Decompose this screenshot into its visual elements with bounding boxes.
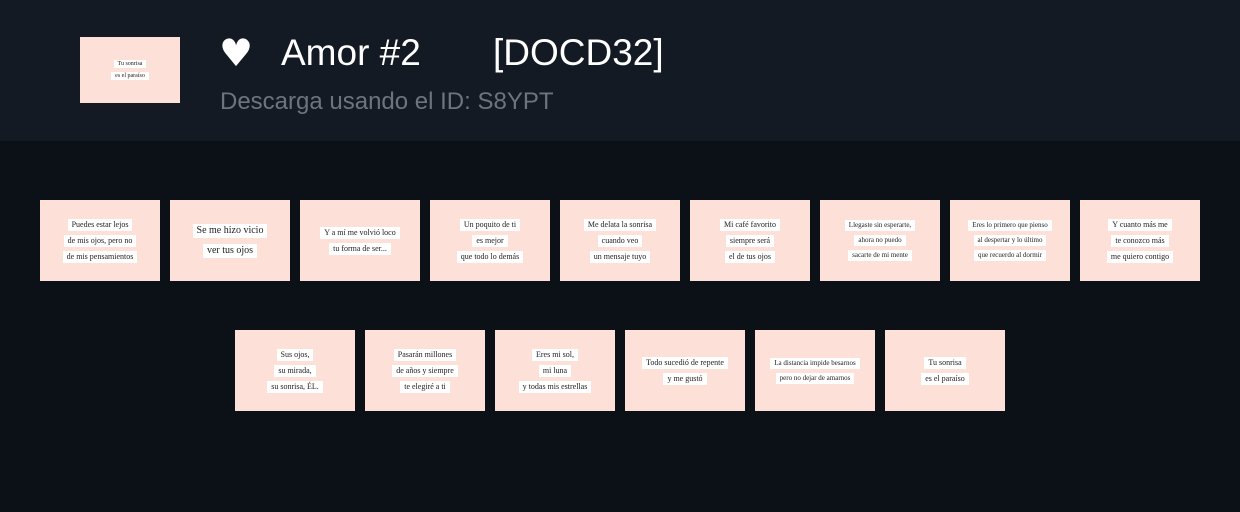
gallery-card[interactable]: Se me hizo vicio ver tus ojos	[170, 200, 290, 281]
card-line: me quiero contigo	[1106, 250, 1174, 263]
gallery-card[interactable]: Mi café favorito siempre será el de tus …	[690, 200, 810, 281]
card-line: y todas mis estrellas	[518, 380, 592, 393]
card-line: Pasarán millones	[393, 348, 457, 361]
card-line: que recuerdo al dormir	[974, 250, 1046, 261]
heart-icon[interactable]: ♥	[219, 31, 254, 75]
card-line: al despertar y lo último	[973, 235, 1047, 246]
card-line: Eres lo primero que pienso	[968, 220, 1052, 231]
gallery-card[interactable]: Y cuanto más me te conozco más me quiero…	[1080, 200, 1200, 281]
card-line: de años y siempre	[392, 364, 458, 377]
card-line: es mejor	[472, 234, 508, 247]
main-thumbnail[interactable]: Tu sonrisa es el paraíso	[80, 37, 180, 103]
card-line: mi luna	[538, 364, 572, 377]
card-line: Eres mi sol,	[532, 348, 578, 361]
card-line: cuando veo	[597, 234, 643, 247]
card-line: Se me hizo vicio	[192, 223, 268, 238]
card-line: y me gustó	[663, 372, 707, 385]
card-line: ahora no puedo	[854, 235, 906, 246]
header: Tu sonrisa es el paraíso ♥ Amor #2 [DOCD…	[0, 0, 1240, 141]
card-line: Llegaste sin esperarte,	[844, 220, 916, 231]
download-id-text: Descarga usando el ID: S8YPT	[220, 88, 554, 115]
card-line: siempre será	[725, 234, 775, 247]
document-code: [DOCD32]	[493, 32, 664, 73]
gallery-card[interactable]: Eres mi sol, mi luna y todas mis estrell…	[495, 330, 615, 411]
card-line: te elegiré a ti	[400, 380, 450, 393]
gallery-card[interactable]: Llegaste sin esperarte, ahora no puedo s…	[820, 200, 940, 281]
card-line: Todo sucedió de repente	[642, 356, 728, 369]
gallery-card[interactable]: Tu sonrisa es el paraíso	[885, 330, 1005, 411]
card-line: te conozco más	[1111, 234, 1169, 247]
gallery-card[interactable]: Puedes estar lejos de mis ojos, pero no …	[40, 200, 160, 281]
card-line: Puedes estar lejos	[67, 218, 133, 231]
card-line: Un poquito de ti	[459, 218, 521, 231]
card-line: Me delata la sonrisa	[583, 218, 657, 231]
gallery-card[interactable]: Todo sucedió de repente y me gustó	[625, 330, 745, 411]
gallery-card[interactable]: Me delata la sonrisa cuando veo un mensa…	[560, 200, 680, 281]
card-line: Tu sonrisa	[924, 356, 966, 369]
gallery-card[interactable]: La distancia impide besarnos pero no dej…	[755, 330, 875, 411]
gallery-card[interactable]: Sus ojos, su mirada, su sonrisa, ÉL.	[235, 330, 355, 411]
thumb-line: es el paraíso	[111, 72, 149, 80]
card-line: ver tus ojos	[202, 243, 258, 258]
gallery-card[interactable]: Un poquito de ti es mejor que todo lo de…	[430, 200, 550, 281]
card-line: Mi café favorito	[720, 218, 780, 231]
card-line: Y cuanto más me	[1108, 218, 1172, 231]
card-line: su sonrisa, ÉL.	[267, 380, 323, 393]
card-line: tu forma de ser...	[329, 242, 391, 255]
card-line: La distancia impide besarnos	[770, 357, 860, 369]
gallery-card[interactable]: Y a mí me volvió loco tu forma de ser...	[300, 200, 420, 281]
page-title: Amor #2	[281, 32, 421, 73]
card-line: Sus ojos,	[276, 348, 314, 361]
card-line: que todo lo demás	[456, 250, 524, 263]
card-line: pero no dejar de amarnos	[775, 372, 855, 384]
card-line: Y a mí me volvió loco	[320, 226, 400, 239]
card-line: es el paraíso	[921, 372, 969, 385]
card-line: un mensaje tuyo	[589, 250, 651, 263]
card-line: sacarte de mi mente	[848, 250, 912, 261]
thumb-line: Tu sonrisa	[113, 60, 147, 68]
card-line: de mis ojos, pero no	[63, 234, 137, 247]
card-line: su mirada,	[274, 364, 316, 377]
card-line: el de tus ojos	[725, 250, 775, 263]
gallery-card[interactable]: Eres lo primero que pienso al despertar …	[950, 200, 1070, 281]
gallery-card[interactable]: Pasarán millones de años y siempre te el…	[365, 330, 485, 411]
card-line: de mis pensamientos	[62, 250, 138, 263]
